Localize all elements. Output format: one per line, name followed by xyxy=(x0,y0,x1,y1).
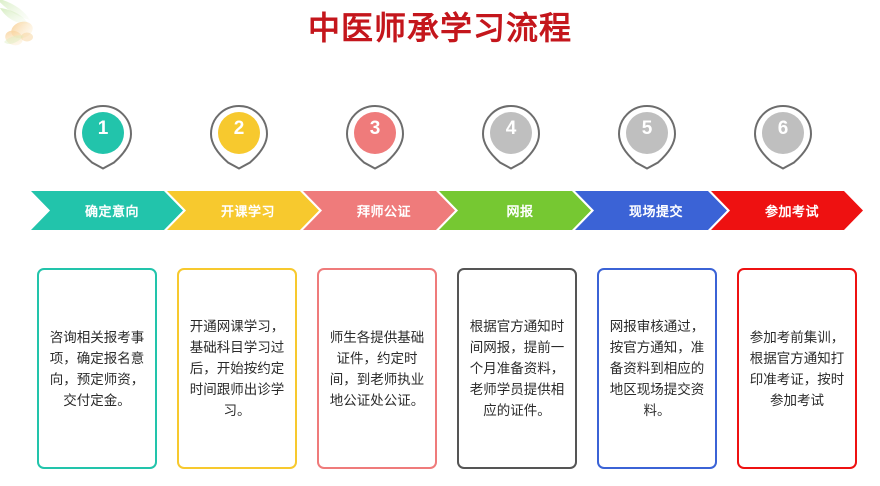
step-pin-number: 5 xyxy=(641,118,653,139)
stage-chevron-6[interactable]: 参加考试 xyxy=(711,191,863,230)
step-card-text: 咨询相关报考事项，确定报名意向，预定师资，交付定金。 xyxy=(49,329,145,408)
stage-label: 开课学习 xyxy=(220,204,275,219)
step-card-text: 根据官方通知时间网报，提前一个月准备资料，老师学员提供相应的证件。 xyxy=(469,319,565,418)
process-arrow-band: 确定意向 开课学习 拜师公证 网报 现场提交 参加考试 xyxy=(0,191,880,230)
step-card-text: 开通网课学习，基础科目学习过后，开始按约定时间跟师出诊学习。 xyxy=(189,319,285,418)
map-pin-icon xyxy=(73,104,133,170)
stage-chevron-4[interactable]: 网报 xyxy=(439,191,591,230)
stage-label: 确定意向 xyxy=(84,204,139,219)
step-card-3: 师生各提供基础证件，约定时间，到老师执业地公证处公证。 xyxy=(317,268,437,469)
step-pin-number: 4 xyxy=(505,118,517,139)
step-card-4: 根据官方通知时间网报，提前一个月准备资料，老师学员提供相应的证件。 xyxy=(457,268,577,469)
step-pin-number: 1 xyxy=(97,118,109,139)
stage-chevron-5[interactable]: 现场提交 xyxy=(575,191,727,230)
step-pin-number: 6 xyxy=(777,118,789,139)
step-card-1: 咨询相关报考事项，确定报名意向，预定师资，交付定金。 xyxy=(37,268,157,469)
step-card-5: 网报审核通过，按官方通知，准备资料到相应的地区现场提交资料。 xyxy=(597,268,717,469)
step-pin-number: 2 xyxy=(233,118,245,139)
step-pin-4: 4 xyxy=(481,104,541,170)
map-pin-icon xyxy=(753,104,813,170)
step-pin-2: 2 xyxy=(209,104,269,170)
stage-label: 参加考试 xyxy=(764,204,819,219)
stage-label: 拜师公证 xyxy=(356,204,411,219)
step-card-6: 参加考前集训，根据官方通知打印准考证，按时参加考试 xyxy=(737,268,857,469)
step-description-cards-row: 咨询相关报考事项，确定报名意向，预定师资，交付定金。 开通网课学习，基础科目学习… xyxy=(0,268,880,471)
stage-label: 网报 xyxy=(506,204,534,219)
map-pin-icon xyxy=(617,104,677,170)
stage-chevron-3[interactable]: 拜师公证 xyxy=(303,191,455,230)
map-pin-icon xyxy=(345,104,405,170)
map-pin-icon xyxy=(481,104,541,170)
stage-chevron-1[interactable]: 确定意向 xyxy=(31,191,183,230)
step-pin-3: 3 xyxy=(345,104,405,170)
page-title: 中医师承学习流程 xyxy=(307,10,572,46)
step-pin-5: 5 xyxy=(617,104,677,170)
step-pin-6: 6 xyxy=(753,104,813,170)
stage-label: 现场提交 xyxy=(628,204,683,219)
stage-chevron-2[interactable]: 开课学习 xyxy=(167,191,319,230)
step-card-text: 网报审核通过，按官方通知，准备资料到相应的地区现场提交资料。 xyxy=(609,319,705,418)
step-pins-row: 1 2 3 4 5 6 xyxy=(0,104,880,170)
map-pin-icon xyxy=(209,104,269,170)
step-pin-number: 3 xyxy=(369,118,381,139)
step-card-2: 开通网课学习，基础科目学习过后，开始按约定时间跟师出诊学习。 xyxy=(177,268,297,469)
step-card-text: 师生各提供基础证件，约定时间，到老师执业地公证处公证。 xyxy=(329,329,425,408)
step-pin-1: 1 xyxy=(73,104,133,170)
step-card-text: 参加考前集训，根据官方通知打印准考证，按时参加考试 xyxy=(749,329,845,408)
